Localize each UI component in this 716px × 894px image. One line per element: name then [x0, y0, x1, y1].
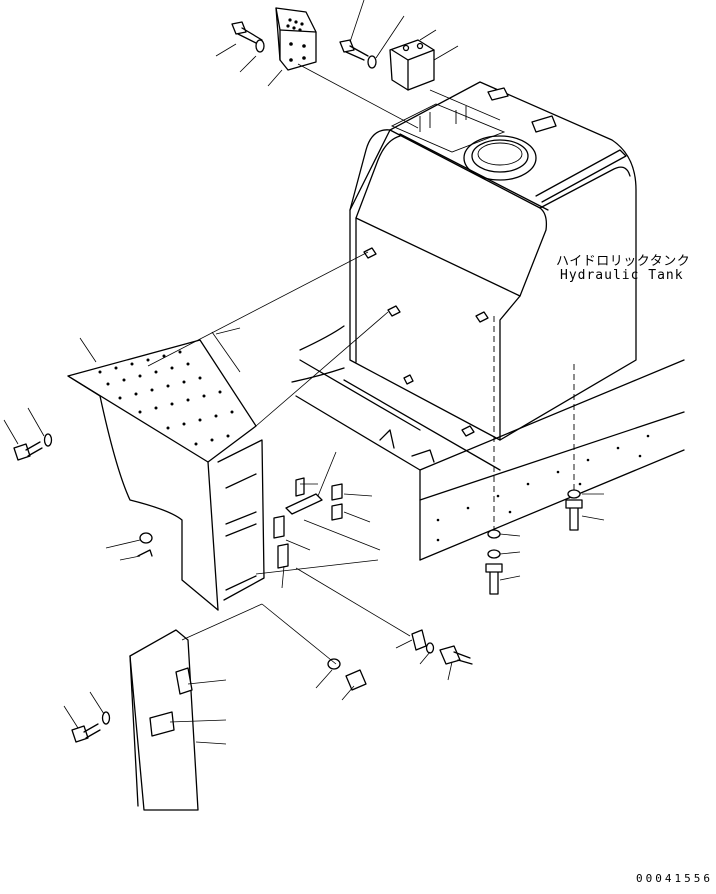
- top-left-bolt: [231, 21, 265, 53]
- leader-lines: [3, 0, 605, 745]
- hydraulic-tank-label-jp: ハイドロリックタンク: [556, 254, 691, 269]
- drawing-number: 00041556: [636, 872, 713, 885]
- top-right-bolt: [339, 39, 377, 69]
- lower-left-bolt-washers: [71, 711, 111, 743]
- small-washer: [137, 532, 153, 557]
- frame-chassis: [291, 325, 685, 561]
- right-bolts: [485, 489, 583, 595]
- left-bolt-washers: [13, 433, 53, 461]
- hydraulic-tank-label-en: Hydraulic Tank: [560, 268, 684, 283]
- hydraulic-tank: [349, 81, 637, 441]
- lower-cover-panel: [129, 629, 199, 811]
- top-left-bracket: [275, 7, 317, 71]
- rubber-pads: [273, 477, 343, 569]
- bottom-bolts: [327, 629, 473, 691]
- step-cover: [67, 339, 265, 611]
- top-right-bracket: [389, 39, 435, 91]
